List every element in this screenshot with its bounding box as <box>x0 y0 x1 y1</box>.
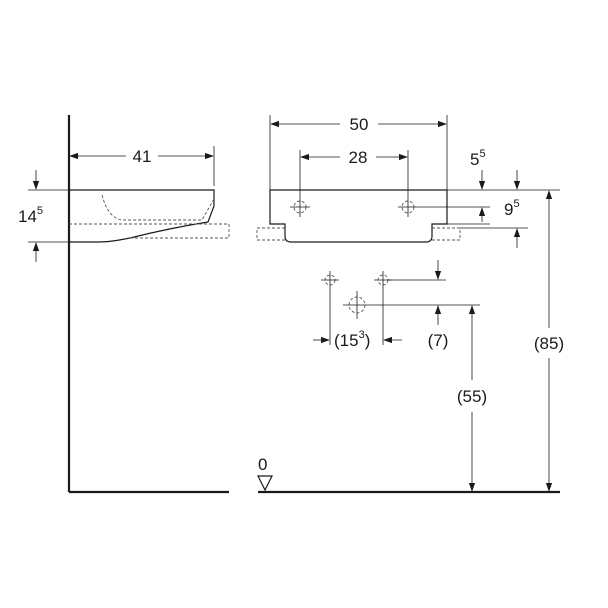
height-dimensions: 0 (55) (85) <box>257 190 564 494</box>
side-basin-outline <box>69 189 215 243</box>
dim-55-label: (55) <box>457 387 487 406</box>
supply-positions: (153) (7) <box>313 260 480 350</box>
dim-15-label: (153) <box>334 329 370 350</box>
supply-point-left <box>321 271 339 289</box>
dim-14-label: 145 <box>18 205 43 226</box>
dim-41-label: 41 <box>133 147 152 166</box>
tap-hole-left <box>290 197 310 217</box>
front-view: 50 28 55 95 <box>256 115 560 248</box>
dim-7-label: (7) <box>428 331 449 350</box>
side-view: 41 145 <box>18 115 230 494</box>
waste-outlet <box>343 291 371 319</box>
floor-level-label: 0 <box>258 455 267 474</box>
front-shelf <box>256 227 461 241</box>
dim-5-label: 55 <box>470 148 486 169</box>
dim-9-label: 95 <box>504 198 520 219</box>
floor-level-symbol <box>257 475 273 492</box>
side-shelf <box>69 223 230 239</box>
dim-50-label: 50 <box>350 115 369 134</box>
side-bowl-hidden <box>101 194 215 221</box>
dim-85-label: (85) <box>534 334 564 353</box>
tap-hole-right <box>398 197 418 217</box>
dim-28-label: 28 <box>349 148 368 167</box>
front-basin-outline <box>269 189 448 243</box>
